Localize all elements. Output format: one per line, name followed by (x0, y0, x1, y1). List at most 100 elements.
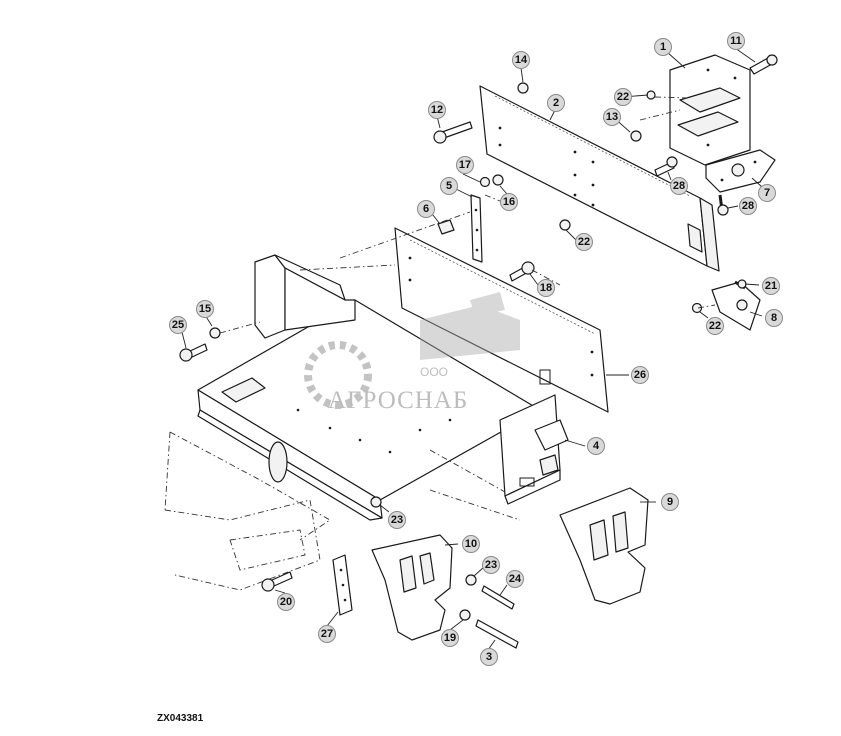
callout-2-label: 2 (553, 97, 559, 109)
callout-28-b: 28 (739, 197, 757, 215)
callout-8-label: 8 (771, 312, 777, 324)
callout-7-label: 7 (764, 187, 770, 199)
callout-26: 26 (631, 366, 649, 384)
plate-26 (394, 227, 609, 413)
callout-23-b: 23 (482, 556, 500, 574)
callout-23-a: 23 (388, 511, 406, 529)
callout-18-label: 18 (540, 282, 552, 294)
nut-16 (492, 174, 504, 186)
callout-24-label: 24 (509, 573, 522, 585)
callout-12-label: 12 (431, 104, 443, 116)
callout-28-b-label: 28 (742, 200, 754, 212)
callout-19-label: 19 (444, 632, 456, 644)
plate-7 (705, 149, 776, 193)
callout-12: 12 (428, 101, 446, 119)
washer-15 (209, 327, 221, 339)
callout-9: 9 (661, 493, 679, 511)
callout-13: 13 (603, 108, 621, 126)
nut-22-top (646, 90, 656, 100)
callout-17: 17 (456, 156, 474, 174)
callout-14-label: 14 (515, 54, 528, 66)
callout-17-label: 17 (459, 159, 471, 171)
bolt-24 (481, 585, 515, 610)
callout-3-label: 3 (486, 651, 492, 663)
callout-9-label: 9 (667, 496, 673, 508)
callout-1-label: 1 (660, 41, 666, 53)
bolt-3 (475, 619, 519, 649)
callout-5-label: 5 (446, 180, 452, 192)
callout-10: 10 (462, 535, 480, 553)
callout-8: 8 (765, 309, 783, 327)
watermark-line1: ООО (420, 365, 448, 379)
weight-9 (559, 487, 649, 605)
callout-22-a: 22 (614, 88, 632, 106)
bolt-28-b (717, 194, 729, 216)
callout-25: 25 (169, 316, 187, 334)
callout-22-b: 22 (575, 233, 593, 251)
callout-28-a-label: 28 (673, 180, 685, 192)
bolt-18 (509, 261, 535, 282)
bolt-11 (749, 54, 778, 75)
callout-28-a: 28 (670, 177, 688, 195)
callout-2: 2 (547, 94, 565, 112)
callout-23-a-label: 23 (391, 514, 403, 526)
nut-19 (459, 609, 471, 621)
callout-22-a-label: 22 (617, 91, 629, 103)
callout-27-label: 27 (321, 628, 333, 640)
bolt-28-a (654, 156, 678, 177)
callout-15: 15 (196, 300, 214, 318)
callout-3: 3 (480, 648, 498, 666)
nut-17 (479, 176, 491, 188)
callout-5: 5 (440, 177, 458, 195)
bracket-4 (534, 419, 569, 476)
watermark-line2: АГРОСНАБ (328, 387, 468, 414)
callout-21: 21 (762, 277, 780, 295)
callout-22-c: 22 (706, 317, 724, 335)
callout-22-c-label: 22 (709, 320, 721, 332)
plate-2 (479, 85, 720, 272)
bolt-12 (433, 121, 473, 144)
nut-14 (517, 82, 529, 94)
strip-27 (332, 554, 353, 616)
callout-4: 4 (587, 437, 605, 455)
tractor-outline (164, 431, 331, 591)
figure-code: ZX043381 (157, 713, 204, 724)
spacer-6 (437, 219, 455, 235)
callout-23-b-label: 23 (485, 559, 497, 571)
callout-6-label: 6 (423, 203, 429, 215)
bolt-25 (179, 343, 208, 362)
bolt-20 (261, 571, 293, 592)
leader-lines (181, 47, 763, 651)
callout-21-label: 21 (765, 280, 777, 292)
nut-13 (630, 130, 642, 142)
callout-15-label: 15 (199, 303, 211, 315)
callout-7: 7 (758, 184, 776, 202)
callout-26-label: 26 (634, 369, 646, 381)
callout-16-label: 16 (503, 196, 515, 208)
nut-23-lower (465, 574, 477, 586)
weight-10 (371, 534, 453, 641)
callout-25-label: 25 (172, 319, 184, 331)
callout-10-label: 10 (465, 538, 477, 550)
bracket-1 (669, 54, 751, 166)
nut-22-mid (559, 219, 571, 231)
callout-20-label: 20 (280, 596, 292, 608)
callout-18: 18 (537, 279, 555, 297)
callout-4-label: 4 (593, 440, 600, 452)
callout-24: 24 (506, 570, 524, 588)
nut-23-frame (370, 496, 382, 508)
callout-14: 14 (512, 51, 530, 69)
callout-19: 19 (441, 629, 459, 647)
assembly-lines (219, 96, 716, 521)
bolt-21 (734, 279, 747, 290)
nut-22-right (691, 302, 703, 314)
callout-13-label: 13 (606, 111, 618, 123)
callout-1: 1 (654, 38, 672, 56)
strip-5 (470, 194, 483, 263)
callout-27: 27 (318, 625, 336, 643)
callout-11: 11 (727, 32, 745, 50)
callout-22-b-label: 22 (578, 236, 590, 248)
callout-20: 20 (277, 593, 295, 611)
watermark: ООО АГРОСНАБ (304, 292, 520, 414)
